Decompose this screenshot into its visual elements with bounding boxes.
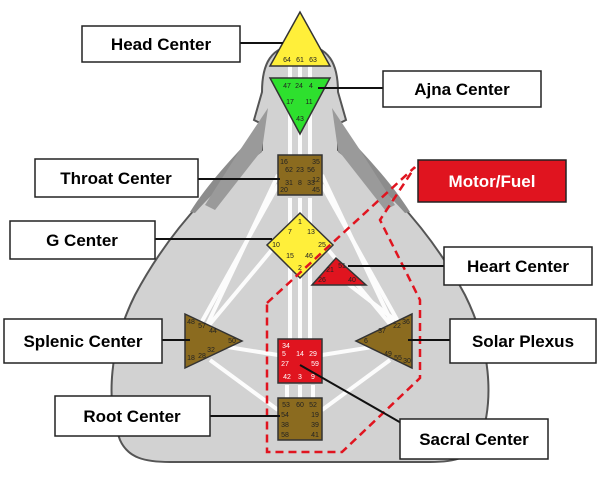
ajna-gate: 24 — [295, 83, 303, 90]
sacral-gate: 34 — [282, 343, 290, 350]
sacral-gate: 3 — [298, 374, 302, 381]
svg-text:Splenic Center: Splenic Center — [23, 332, 142, 351]
left-torso-shade — [205, 108, 268, 210]
throat-gate: 16 — [280, 159, 288, 166]
splenic-gate: 48 — [187, 319, 195, 326]
throat-center — [277, 154, 323, 196]
label-splenic-center: Splenic Center — [3, 318, 163, 364]
solar-gate: 49 — [384, 351, 392, 358]
ajna-gate: 17 — [286, 99, 294, 106]
throat-gate: 56 — [307, 167, 315, 174]
svg-text:Heart Center: Heart Center — [467, 257, 569, 276]
head-gate: 64 — [283, 57, 291, 64]
svg-text:Sacral Center: Sacral Center — [419, 430, 529, 449]
label-sacral-center: Sacral Center — [399, 418, 549, 460]
throat-gate: 23 — [296, 167, 304, 174]
solar-gate: 6 — [364, 338, 368, 345]
throat-gate: 62 — [285, 167, 293, 174]
g-gate: 15 — [286, 253, 294, 260]
ajna-gate: 47 — [283, 83, 291, 90]
sacral-gate: 59 — [311, 361, 319, 368]
solar-gate: 22 — [393, 323, 401, 330]
heart-gate: 21 — [326, 267, 334, 274]
ajna-gate: 4 — [309, 83, 313, 90]
root-gate: 52 — [309, 402, 317, 409]
solar-gate: 30 — [403, 358, 411, 365]
ajna-center — [268, 77, 332, 136]
label-root-center: Root Center — [54, 395, 211, 437]
root-center — [277, 397, 323, 441]
label-ajna-center: Ajna Center — [382, 70, 542, 108]
splenic-gate: 32 — [207, 347, 215, 354]
root-gate: 58 — [281, 432, 289, 439]
throat-gate: 20 — [280, 187, 288, 194]
label-motor-fuel: Motor/Fuel — [417, 159, 567, 203]
solar-gate: 55 — [394, 355, 402, 362]
splenic-gate: 18 — [187, 355, 195, 362]
splenic-gate: 50 — [228, 338, 236, 345]
root-gate: 53 — [282, 402, 290, 409]
label-throat-center: Throat Center — [34, 158, 199, 198]
throat-gate: 33 — [307, 180, 315, 187]
root-gate: 19 — [311, 412, 319, 419]
g-gate: 25 — [318, 242, 326, 249]
label-g-center: G Center — [9, 220, 156, 260]
leader-lines — [155, 42, 450, 429]
svg-text:Throat Center: Throat Center — [60, 169, 172, 188]
root-gate: 54 — [281, 412, 289, 419]
g-center — [265, 211, 335, 280]
ajna-gate: 11 — [305, 99, 312, 106]
splenic-gate: 44 — [209, 328, 217, 335]
throat-gate: 45 — [312, 187, 320, 194]
heart-gate: 51 — [338, 263, 346, 270]
sacral-center — [277, 338, 323, 384]
solar-gate: 36 — [402, 319, 410, 326]
heart-gate: 26 — [318, 277, 326, 284]
ajna-gate: 43 — [296, 116, 304, 123]
sacral-gate: 29 — [309, 351, 317, 358]
throat-gate: 8 — [298, 180, 302, 187]
splenic-gate: 28 — [198, 353, 206, 360]
sacral-gate: 27 — [281, 361, 289, 368]
svg-text:Solar Plexus: Solar Plexus — [472, 332, 574, 351]
head-gate: 63 — [309, 57, 317, 64]
sacral-gate: 9 — [311, 374, 315, 381]
sacral-gate: 42 — [283, 374, 291, 381]
throat-gate: 31 — [285, 180, 293, 187]
heart-gate: 40 — [348, 277, 356, 284]
heart-center — [310, 256, 368, 286]
g-gate: 13 — [307, 229, 315, 236]
g-gate: 46 — [305, 253, 313, 260]
root-gate: 41 — [311, 432, 319, 439]
throat-gate: 12 — [312, 177, 320, 184]
sacral-gate: 14 — [296, 351, 304, 358]
throat-gate: 35 — [312, 159, 320, 166]
g-gate: 2 — [298, 265, 302, 272]
svg-text:G Center: G Center — [46, 231, 118, 250]
splenic-gate: 57 — [198, 323, 206, 330]
svg-text:Root Center: Root Center — [83, 407, 181, 426]
label-head-center: Head Center — [81, 25, 241, 63]
head-center — [268, 10, 332, 67]
svg-text:Motor/Fuel: Motor/Fuel — [449, 172, 536, 191]
head-gate: 61 — [296, 57, 304, 64]
root-gate: 39 — [311, 422, 319, 429]
label-heart-center: Heart Center — [443, 246, 593, 286]
solar-gate: 37 — [378, 328, 386, 335]
root-gate: 60 — [296, 402, 304, 409]
root-gate: 38 — [281, 422, 289, 429]
label-solar-plexus: Solar Plexus — [449, 318, 597, 364]
g-gate: 10 — [272, 242, 280, 249]
right-torso-shade — [332, 108, 395, 210]
svg-text:Head Center: Head Center — [111, 35, 212, 54]
g-gate: 7 — [288, 229, 292, 236]
svg-text:Ajna Center: Ajna Center — [414, 80, 510, 99]
sacral-gate: 5 — [282, 351, 286, 358]
g-gate: 1 — [298, 219, 302, 226]
